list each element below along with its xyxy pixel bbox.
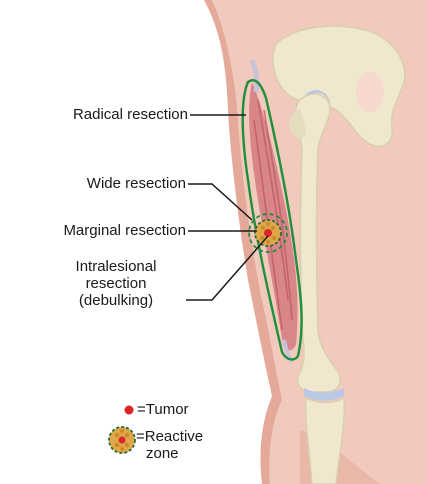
label-intralesional-line-2: resection [50,275,182,292]
label-radical-resection: Radical resection [73,106,188,123]
label-intralesional-line-3: (debulking) [50,292,182,309]
label-marginal-resection: Marginal resection [63,222,186,239]
legend-tumor-icon [125,406,134,415]
legend-tumor-label: =Tumor [137,401,189,418]
legend-reactive-zone-label: =Reactive zone [136,428,203,462]
legend-reactive-tumor [119,437,126,444]
legend-reactive-line-2: zone [136,445,203,462]
label-wide-resection: Wide resection [87,175,186,192]
label-intralesional-line-1: Intralesional [50,258,182,275]
tumor-dot [264,229,272,237]
legend-reactive-line-1: =Reactive [136,428,203,445]
label-intralesional-resection: Intralesional resection (debulking) [50,258,182,309]
obturator-foramen [356,72,384,112]
